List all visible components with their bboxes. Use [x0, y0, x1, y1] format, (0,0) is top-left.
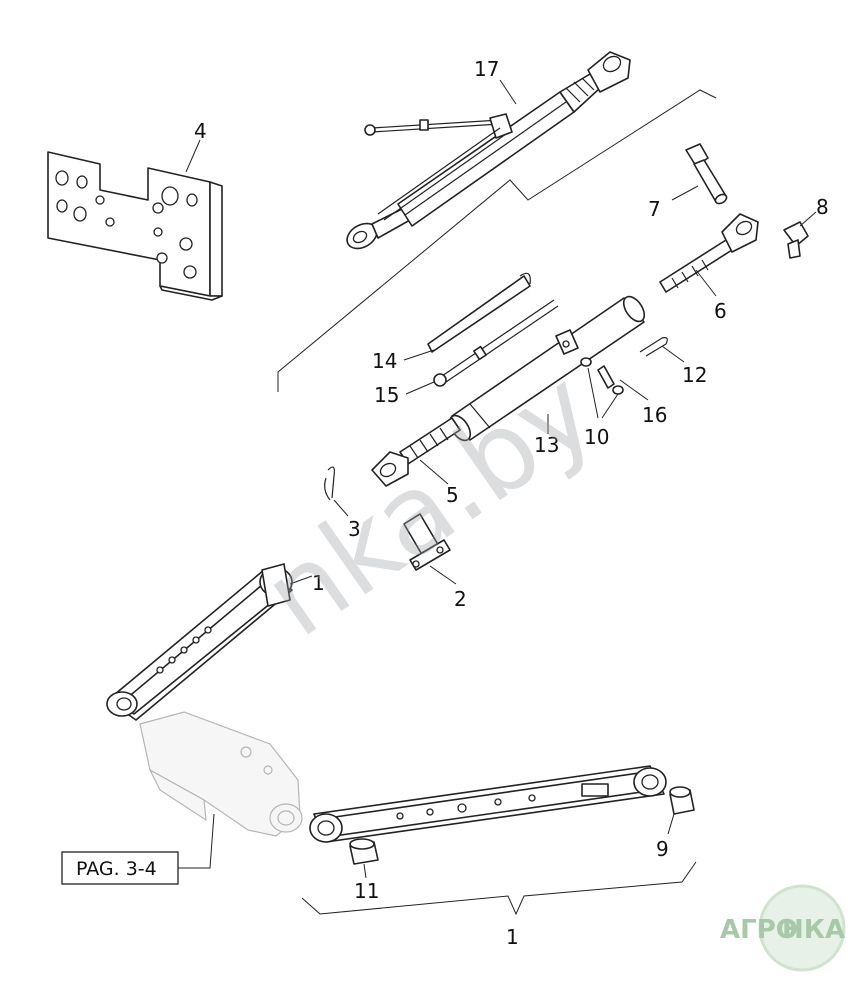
- watermark-text: nka.by: [241, 345, 617, 661]
- label-part-17: 17: [474, 57, 499, 81]
- part-1-lift-arm-lower: [309, 765, 667, 843]
- part-17-top-link: [346, 51, 631, 250]
- part-2-l-pin: [403, 513, 451, 571]
- part-4-mounting-plate: [47, 151, 223, 301]
- label-part-15: 15: [374, 383, 399, 407]
- part-9-bushing: [669, 786, 695, 815]
- label-part-5: 5: [446, 483, 459, 507]
- assembly-bracket-top-link: [277, 89, 717, 392]
- reference-box: [61, 851, 179, 885]
- label-part-9: 9: [656, 837, 669, 861]
- part-15-ball-rod: [433, 299, 559, 387]
- part-11-bushing: [349, 838, 379, 865]
- label-part-4: 4: [194, 119, 207, 143]
- part-3-lynch-pin: [324, 466, 335, 501]
- brand-logo: АГРО НКА: [720, 884, 846, 972]
- part-5-screw-eye: [371, 417, 461, 487]
- label-part-3: 3: [348, 517, 361, 541]
- part-12-clip: [639, 337, 668, 357]
- label-part-7: 7: [648, 197, 661, 221]
- label-part-12: 12: [682, 363, 707, 387]
- reference-box-text: PAG. 3-4: [76, 858, 157, 880]
- label-part-2: 2: [454, 587, 467, 611]
- part-14-long-pin: [427, 272, 531, 353]
- part-1-lift-arm-upper: [106, 563, 293, 721]
- label-part-11: 11: [354, 879, 379, 903]
- label-part-13: 13: [534, 433, 559, 457]
- label-part-16: 16: [642, 403, 667, 427]
- logo-text-right: НКА: [782, 915, 845, 945]
- label-part-1-upper: 1: [312, 571, 325, 595]
- part-6-threaded-rod: [659, 213, 759, 293]
- label-part-10: 10: [584, 425, 609, 449]
- part-7-pin: [685, 143, 728, 205]
- assembly-bracket-lift-arm: [301, 861, 697, 916]
- label-part-8: 8: [816, 195, 829, 219]
- part-8-fitting: [783, 221, 809, 259]
- part-16-spring-pin: [597, 365, 615, 389]
- label-part-1-bracket: 1: [506, 925, 519, 949]
- logo-circle-icon: [758, 884, 846, 972]
- housing-reference-part: [139, 711, 303, 837]
- label-part-14: 14: [372, 349, 397, 373]
- label-part-6: 6: [714, 299, 727, 323]
- logo-text-left: АГРО: [720, 915, 798, 945]
